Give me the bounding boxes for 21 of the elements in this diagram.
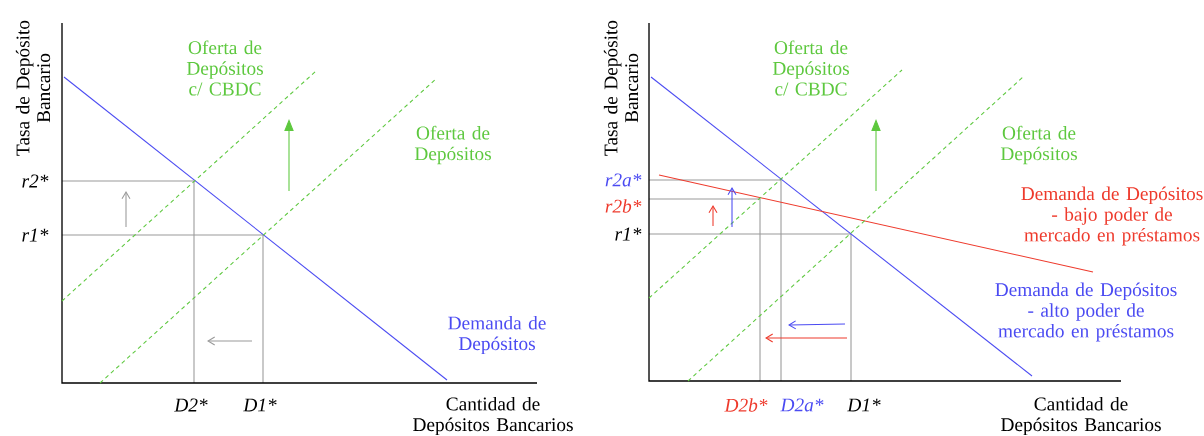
tick-label: r2b*	[605, 199, 642, 213]
tick-label: D1*	[243, 398, 277, 412]
tick-label: r2a*	[605, 173, 642, 187]
curve-label: Oferta de Depósitos	[414, 125, 491, 165]
curve-label: Oferta de Depósitos c/ CBDC	[772, 40, 849, 96]
tick-label: r1*	[22, 228, 49, 242]
tick-label: D2a*	[780, 398, 824, 412]
tick-label: D2b*	[724, 398, 768, 412]
tick-label: r1*	[615, 227, 642, 241]
axis-label: Cantidad de Depósitos Bancarios	[1001, 396, 1161, 436]
axis-label: Tasa de Depósito Bancario	[603, 20, 639, 156]
tick-label: D1*	[847, 398, 881, 412]
curve-label: Demanda de Depósitos	[448, 315, 546, 355]
axis-label: Tasa de Depósito Bancario	[15, 20, 51, 156]
curve-label: Oferta de Depósitos c/ CBDC	[186, 40, 263, 96]
tick-label: D2*	[174, 398, 208, 412]
tick-label: r2*	[22, 174, 49, 188]
curve-label: Demanda de Depósitos - bajo poder de mercado en préstamos	[1021, 186, 1203, 246]
curve-label: Demanda de Depósitos - alto poder de mercado en préstamos	[995, 282, 1177, 342]
axis-label: Cantidad de Depósitos Bancarios	[413, 396, 573, 436]
curve-label: Oferta de Depósitos	[1000, 125, 1077, 165]
